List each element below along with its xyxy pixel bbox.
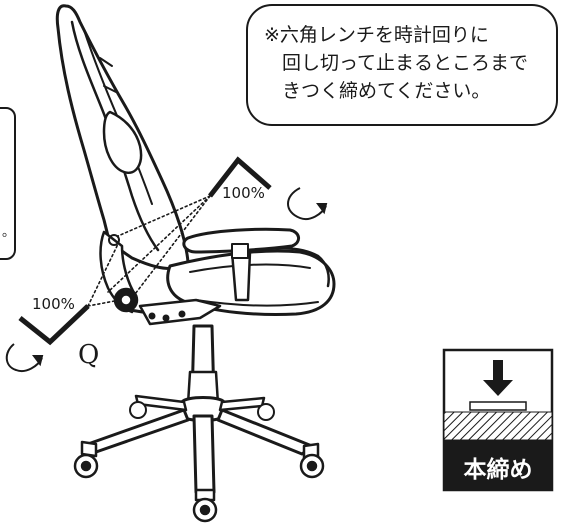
angle-label-upper: 100%: [222, 184, 265, 202]
rotation-arrow-upper-icon: [287, 187, 328, 220]
instruction-note-box: ※六角レンチを時計回りに 回し切って止まるところまで きつく締めてください。: [246, 4, 558, 126]
hinge-bolt-upper: [108, 234, 120, 246]
note-line-2: 回し切って止まるところまで: [282, 52, 529, 74]
caster-right-back: [257, 403, 275, 421]
arrow-down-onto-surface-icon: [483, 360, 513, 396]
mechanism-bolt-c: [178, 310, 186, 318]
armrest-post: [230, 250, 252, 302]
rotation-arrow-lower-icon: [5, 343, 44, 372]
part-label-q: Q: [78, 340, 100, 370]
hinge-knob-inner: [120, 294, 132, 306]
angle-mark-lower: [18, 304, 90, 346]
cropped-note-box: 。: [0, 107, 16, 260]
angle-label-lower: 100%: [32, 295, 75, 313]
base-leg-right-front: [216, 408, 314, 456]
note-line-1: ※六角レンチを時計回りに: [264, 24, 489, 46]
mechanism-bolt-b: [162, 314, 170, 322]
armrest-pad: [182, 227, 300, 254]
angle-mark-upper: [208, 156, 272, 198]
final-tightening-label: 本締め: [463, 457, 533, 483]
caster-front: [192, 488, 218, 523]
torque-guide-lines: [87, 195, 211, 307]
armrest-post-block: [231, 243, 249, 259]
strap-slot-upper: [99, 57, 117, 93]
note-line-3: きつく締めてください。: [282, 80, 491, 102]
seat-side-piping: [189, 263, 319, 307]
caster-left-front: [73, 440, 99, 479]
cropped-note-char: 。: [1, 225, 15, 240]
caster-right-front: [299, 442, 325, 479]
caster-left-back: [129, 401, 147, 419]
gaming-chair-drawing: [55, 4, 336, 523]
base-leg-front: [192, 414, 216, 494]
mechanism-bolt-a: [148, 312, 156, 320]
final-tightening-icon: [442, 348, 554, 492]
lumbar-pillow: [102, 110, 143, 175]
base-leg-right-back: [218, 396, 266, 412]
